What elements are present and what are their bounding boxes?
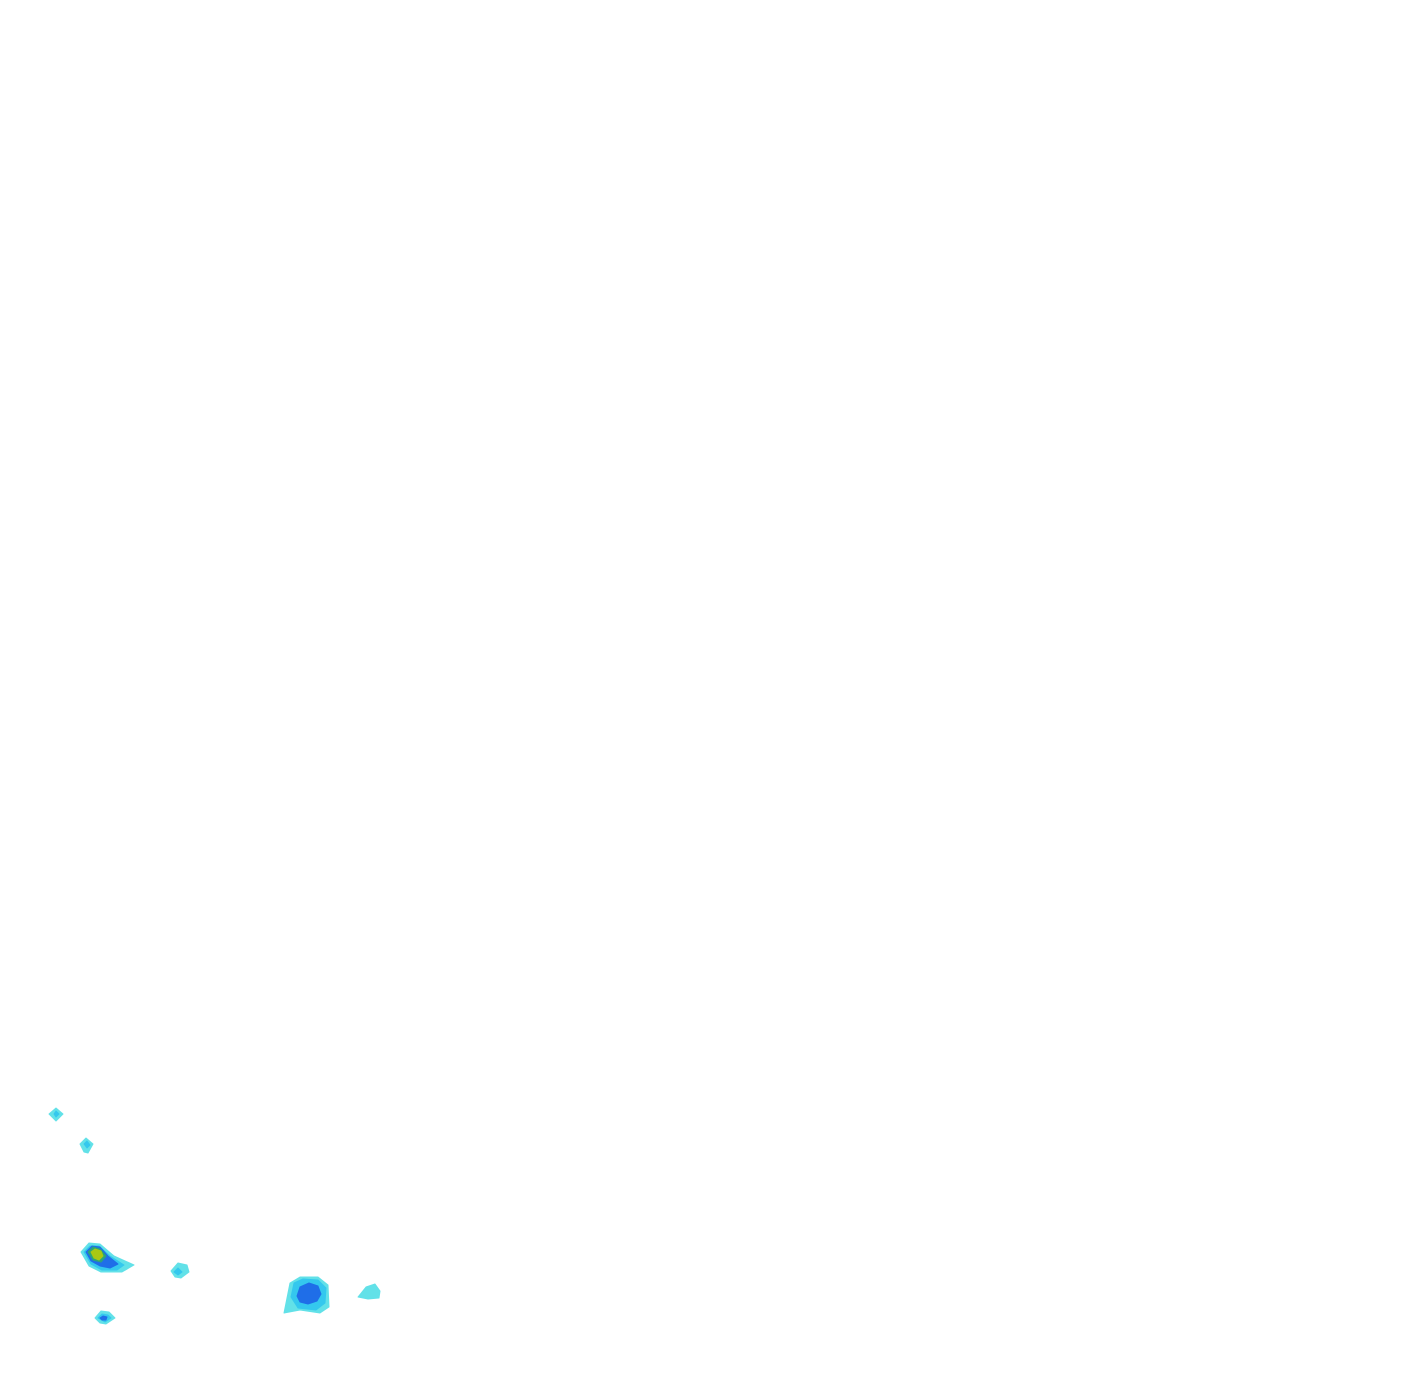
hotspot-f-level-1	[357, 1283, 381, 1300]
hotspot-c	[80, 1242, 135, 1273]
hotspot-a	[48, 1107, 64, 1122]
hotspot-a-level-2	[53, 1110, 60, 1118]
hotspot-f	[357, 1283, 381, 1300]
hotspot-g	[94, 1310, 116, 1325]
contour-regions	[48, 1107, 381, 1325]
hotspot-c-level-5	[90, 1248, 104, 1261]
hotspot-g-level-3	[99, 1315, 108, 1321]
hotspot-d	[170, 1262, 190, 1279]
hotspot-d-level-2	[173, 1267, 183, 1276]
hotspot-b	[79, 1137, 94, 1154]
hotspot-e-level-3	[296, 1282, 322, 1305]
hotspot-b-level-2	[83, 1140, 91, 1149]
hotspot-e	[283, 1276, 330, 1314]
